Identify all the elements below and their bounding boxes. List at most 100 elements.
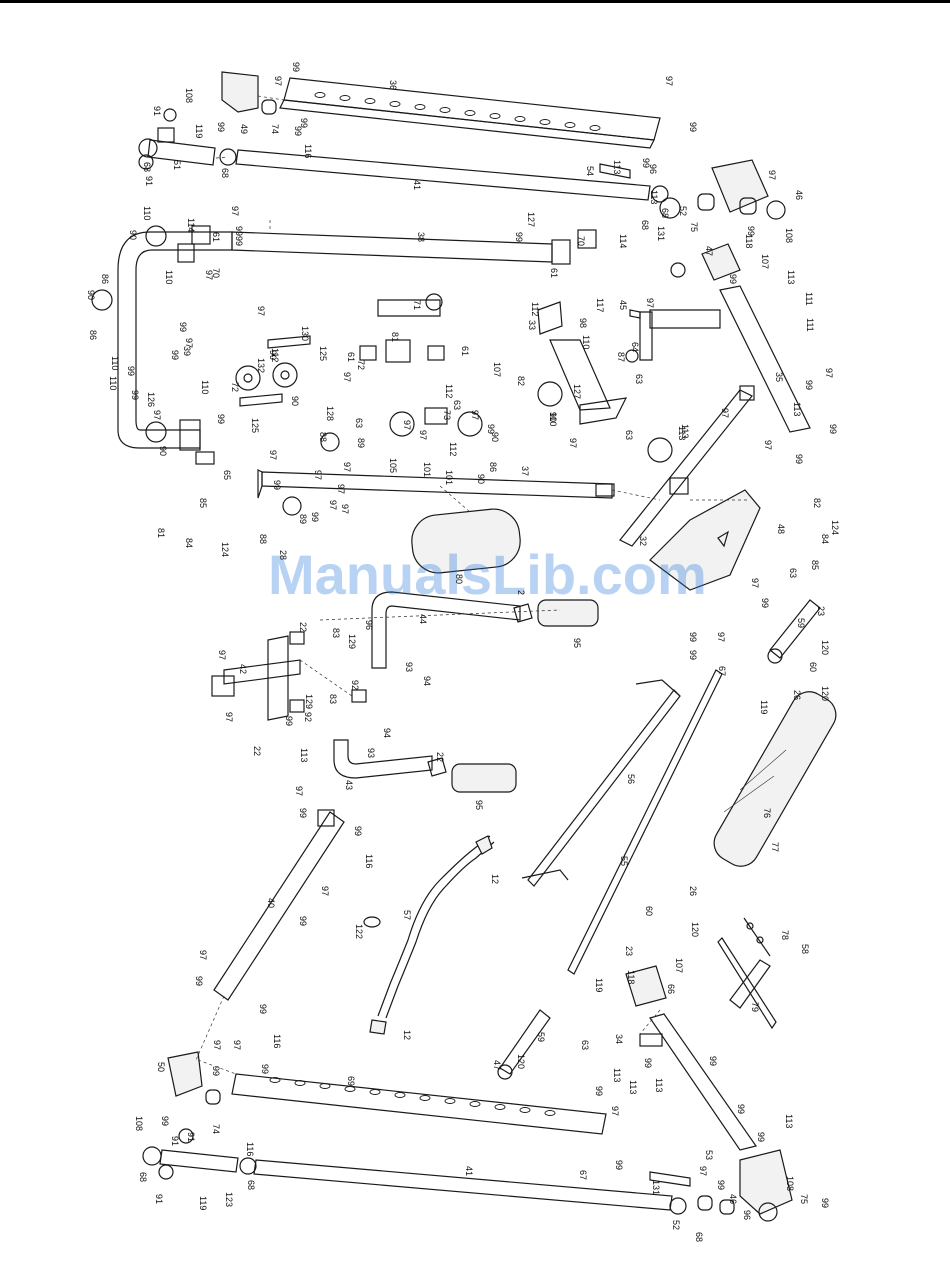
- part-number-label: 97: [198, 950, 208, 960]
- part-number-label: 119: [759, 700, 769, 714]
- part-number-label: 97: [610, 1106, 620, 1116]
- part-number-label: 97: [418, 430, 428, 440]
- part-number-label: 113: [612, 160, 622, 174]
- part-number-label: 116: [272, 1034, 282, 1048]
- part-number-label: 22: [252, 746, 262, 756]
- part-number-label: 125: [250, 418, 260, 433]
- part-number-label: 73: [442, 410, 452, 420]
- part-number-label: 108: [184, 88, 194, 103]
- part-number-label: 66: [666, 984, 676, 994]
- part-number-label: 59: [536, 1032, 546, 1042]
- part-number-label: 69: [346, 1076, 356, 1086]
- part-number-label: 99: [216, 122, 226, 132]
- part-number-label: 113: [680, 424, 690, 438]
- part-number-label: 116: [245, 1142, 255, 1156]
- part-number-label: 98: [578, 318, 588, 328]
- part-number-label: 67: [717, 666, 727, 676]
- arm-43: [333, 739, 517, 793]
- center-rail-37: [257, 432, 615, 516]
- upright-42: [211, 631, 367, 721]
- roller-pad-76: [713, 691, 837, 867]
- part-number-label: 99: [353, 826, 363, 836]
- part-number-label: 53: [704, 1150, 714, 1160]
- part-number-label: 37: [520, 466, 530, 476]
- part-number-label: 54: [585, 166, 595, 176]
- part-number-label: 97: [217, 650, 227, 660]
- part-number-label: 113: [784, 1114, 794, 1128]
- part-number-label: 97: [767, 170, 777, 180]
- part-number-label: 99: [272, 480, 282, 490]
- part-number-label: 97: [313, 470, 323, 480]
- part-number-label: 99: [804, 380, 814, 390]
- part-number-label: 124: [830, 520, 840, 535]
- part-number-label: 67: [578, 1170, 588, 1180]
- part-number-label: 88: [258, 534, 268, 544]
- part-number-label: 111: [804, 292, 814, 306]
- part-number-label: 63: [624, 430, 634, 440]
- part-number-label: 35: [774, 372, 784, 382]
- leg-bar-55: [567, 669, 723, 975]
- part-number-label: 63: [634, 374, 644, 384]
- part-number-label: 68: [694, 1232, 704, 1242]
- part-number-label: 99: [291, 62, 301, 72]
- part-number-label: 99: [756, 1132, 766, 1142]
- part-number-label: 99: [716, 1180, 726, 1190]
- part-number-label: 114: [618, 234, 628, 248]
- part-number-label: 99: [284, 716, 294, 726]
- upper-frame-tube-36: [279, 77, 661, 149]
- part-number-label: 91: [186, 1132, 196, 1142]
- part-number-label: 81: [156, 528, 166, 538]
- watermark: ManualsLib.com: [268, 543, 707, 606]
- part-number-label: 107: [760, 254, 770, 269]
- part-number-label: 119: [198, 1196, 208, 1210]
- part-number-label: 97: [268, 450, 278, 460]
- part-number-label: 90: [290, 396, 300, 406]
- part-number-label: 84: [820, 534, 830, 544]
- part-number-label: 49: [239, 124, 249, 134]
- part-number-label: 72: [356, 360, 366, 370]
- part-number-label: 68: [142, 162, 152, 172]
- part-number-label: 99: [688, 632, 698, 642]
- part-number-label: 97: [212, 1040, 222, 1050]
- part-number-label: 79: [750, 1002, 760, 1012]
- part-number-label: 55: [619, 856, 629, 866]
- part-number-label: 99: [126, 366, 136, 376]
- part-number-label: 78: [780, 930, 790, 940]
- upper-u-frame: [91, 225, 233, 465]
- part-number-label: 96: [364, 620, 374, 630]
- part-number-label: 97: [342, 462, 352, 472]
- part-number-label: 60: [644, 906, 654, 916]
- leg-bar-56: [521, 679, 681, 887]
- roller-tube-59: [497, 599, 821, 1080]
- lower-rail-32: [619, 385, 755, 547]
- part-number-label: 112: [530, 302, 540, 316]
- chain-78: [743, 917, 771, 957]
- part-number-label: 12: [402, 1030, 412, 1040]
- part-number-label: 107: [674, 958, 684, 973]
- curl-bar-57: [363, 835, 495, 1035]
- part-number-label: 93: [366, 748, 376, 758]
- part-number-label: 113: [654, 1078, 664, 1092]
- part-number-label: 92: [303, 712, 313, 722]
- part-number-label: 99: [486, 424, 496, 434]
- part-number-label: 86: [100, 274, 110, 284]
- part-number-label: 63: [354, 418, 364, 428]
- part-number-label: 122: [354, 924, 364, 939]
- part-number-label: 119: [594, 978, 604, 992]
- part-number-label: 85: [198, 498, 208, 508]
- part-number-label: 60: [808, 662, 818, 672]
- part-number-label: 113: [786, 270, 796, 284]
- part-number-label: 91: [170, 1136, 180, 1146]
- part-number-label: 68: [246, 1180, 256, 1190]
- part-number-label: 99: [736, 1104, 746, 1114]
- part-number-label: 39: [182, 346, 192, 356]
- part-number-label: 92: [350, 680, 360, 690]
- part-number-label: 22: [298, 622, 308, 632]
- part-number-label: 23: [624, 946, 634, 956]
- part-number-label: 95: [572, 638, 582, 648]
- part-number-label: 120: [516, 1054, 526, 1069]
- part-number-label: 118: [744, 234, 754, 248]
- part-number-label: 90: [476, 474, 486, 484]
- part-number-label: 99: [234, 236, 244, 246]
- part-number-label: 23: [816, 606, 826, 616]
